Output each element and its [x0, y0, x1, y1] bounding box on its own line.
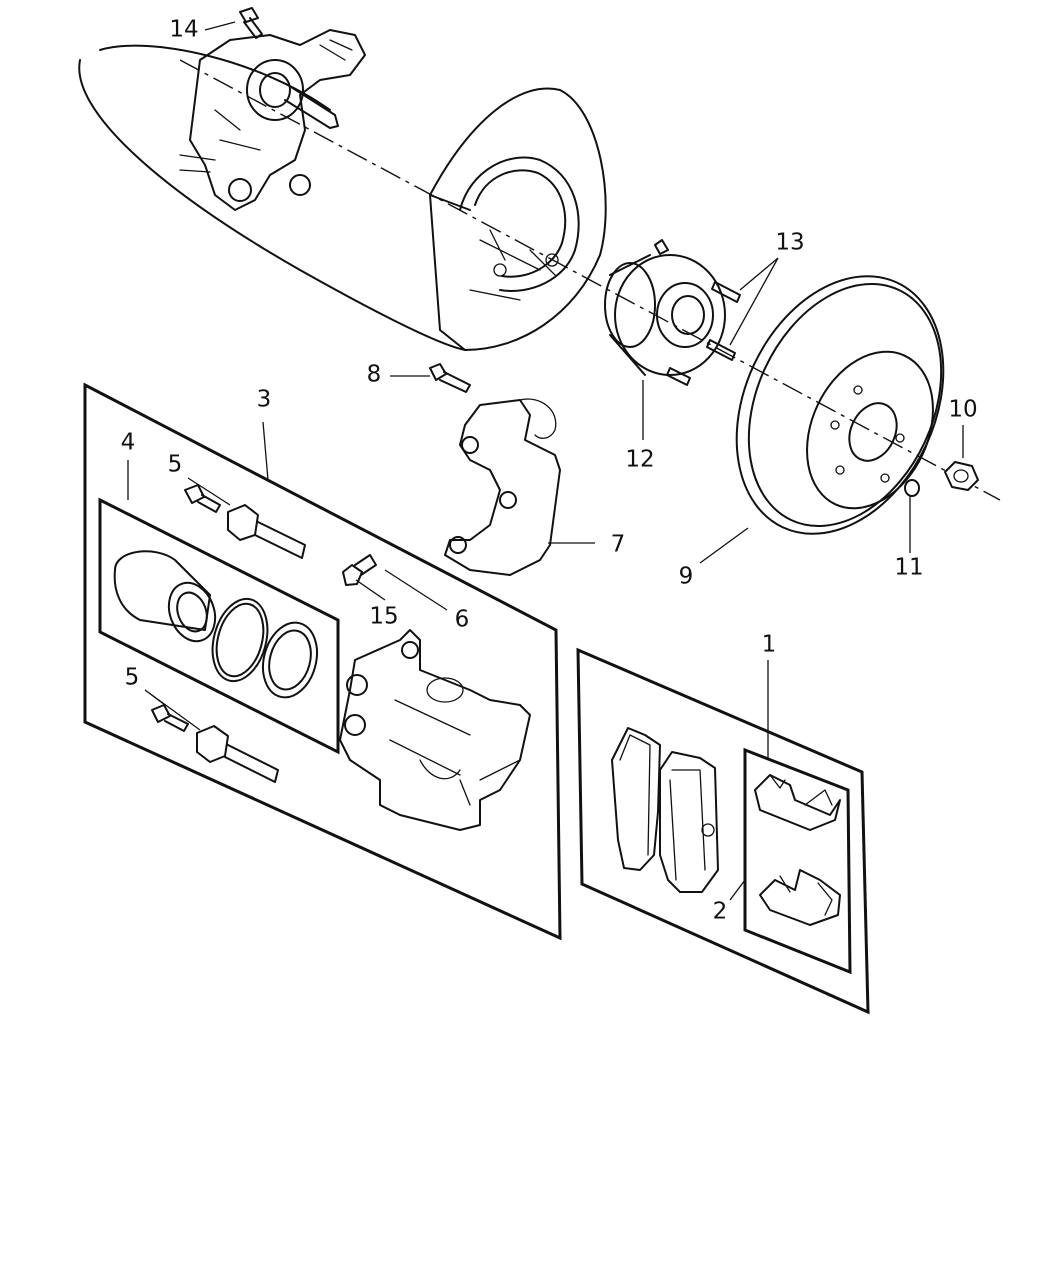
piston-seal-kit-panel	[98, 497, 340, 755]
steering-knuckle-assembly	[179, 29, 366, 211]
piston-seal	[211, 597, 269, 683]
callout-1: 1	[762, 632, 777, 658]
hub-bearing	[604, 239, 726, 376]
callout-3: 3	[257, 387, 272, 413]
knuckle-bolt	[239, 7, 263, 39]
callout-10: 10	[948, 397, 977, 423]
callout-labels: 14 13 8 3 10 4 12 5 7 9 11 15 6 1 5 2	[121, 17, 978, 925]
brake-pad-inner	[611, 727, 661, 871]
callout-13: 13	[775, 230, 804, 256]
caliper-kit-panel	[83, 382, 562, 941]
leader-lines	[127, 21, 964, 901]
callout-11: 11	[894, 555, 923, 581]
callout-15: 15	[369, 604, 398, 630]
guide-pin-bolt-upper	[184, 484, 306, 559]
wheel-studs	[666, 281, 741, 386]
brake-caliper	[339, 629, 531, 831]
caliper-piston	[113, 550, 217, 643]
axle-washer	[904, 479, 920, 497]
abutment-clip-lower	[759, 869, 841, 926]
pad-clip-kit-panel	[743, 747, 852, 975]
callout-6: 6	[455, 607, 470, 633]
callout-5-upper: 5	[168, 452, 183, 478]
callout-12: 12	[625, 447, 654, 473]
callout-8: 8	[367, 362, 382, 388]
parking-brake-shoes	[459, 156, 580, 301]
axle-nut	[944, 461, 979, 491]
axle-centerline	[179, 59, 1001, 501]
callout-9: 9	[679, 564, 694, 590]
callout-5-lower: 5	[125, 665, 140, 691]
brake-shield	[78, 44, 607, 351]
abutment-clip-upper	[754, 774, 841, 831]
bleeder-screw	[342, 554, 377, 586]
callout-7: 7	[611, 532, 626, 558]
piston-dust-boot	[262, 621, 318, 699]
callout-14: 14	[169, 17, 198, 43]
brake-pad-kit-panel	[576, 647, 870, 1015]
brake-rotor	[735, 275, 945, 535]
brake-pad-outer	[659, 751, 719, 893]
caliper-bracket-bolt	[429, 363, 471, 393]
guide-pin-bolt-lower	[151, 704, 279, 783]
caliper-bracket	[444, 398, 561, 576]
callout-4: 4	[121, 430, 136, 456]
callout-2: 2	[713, 899, 728, 925]
